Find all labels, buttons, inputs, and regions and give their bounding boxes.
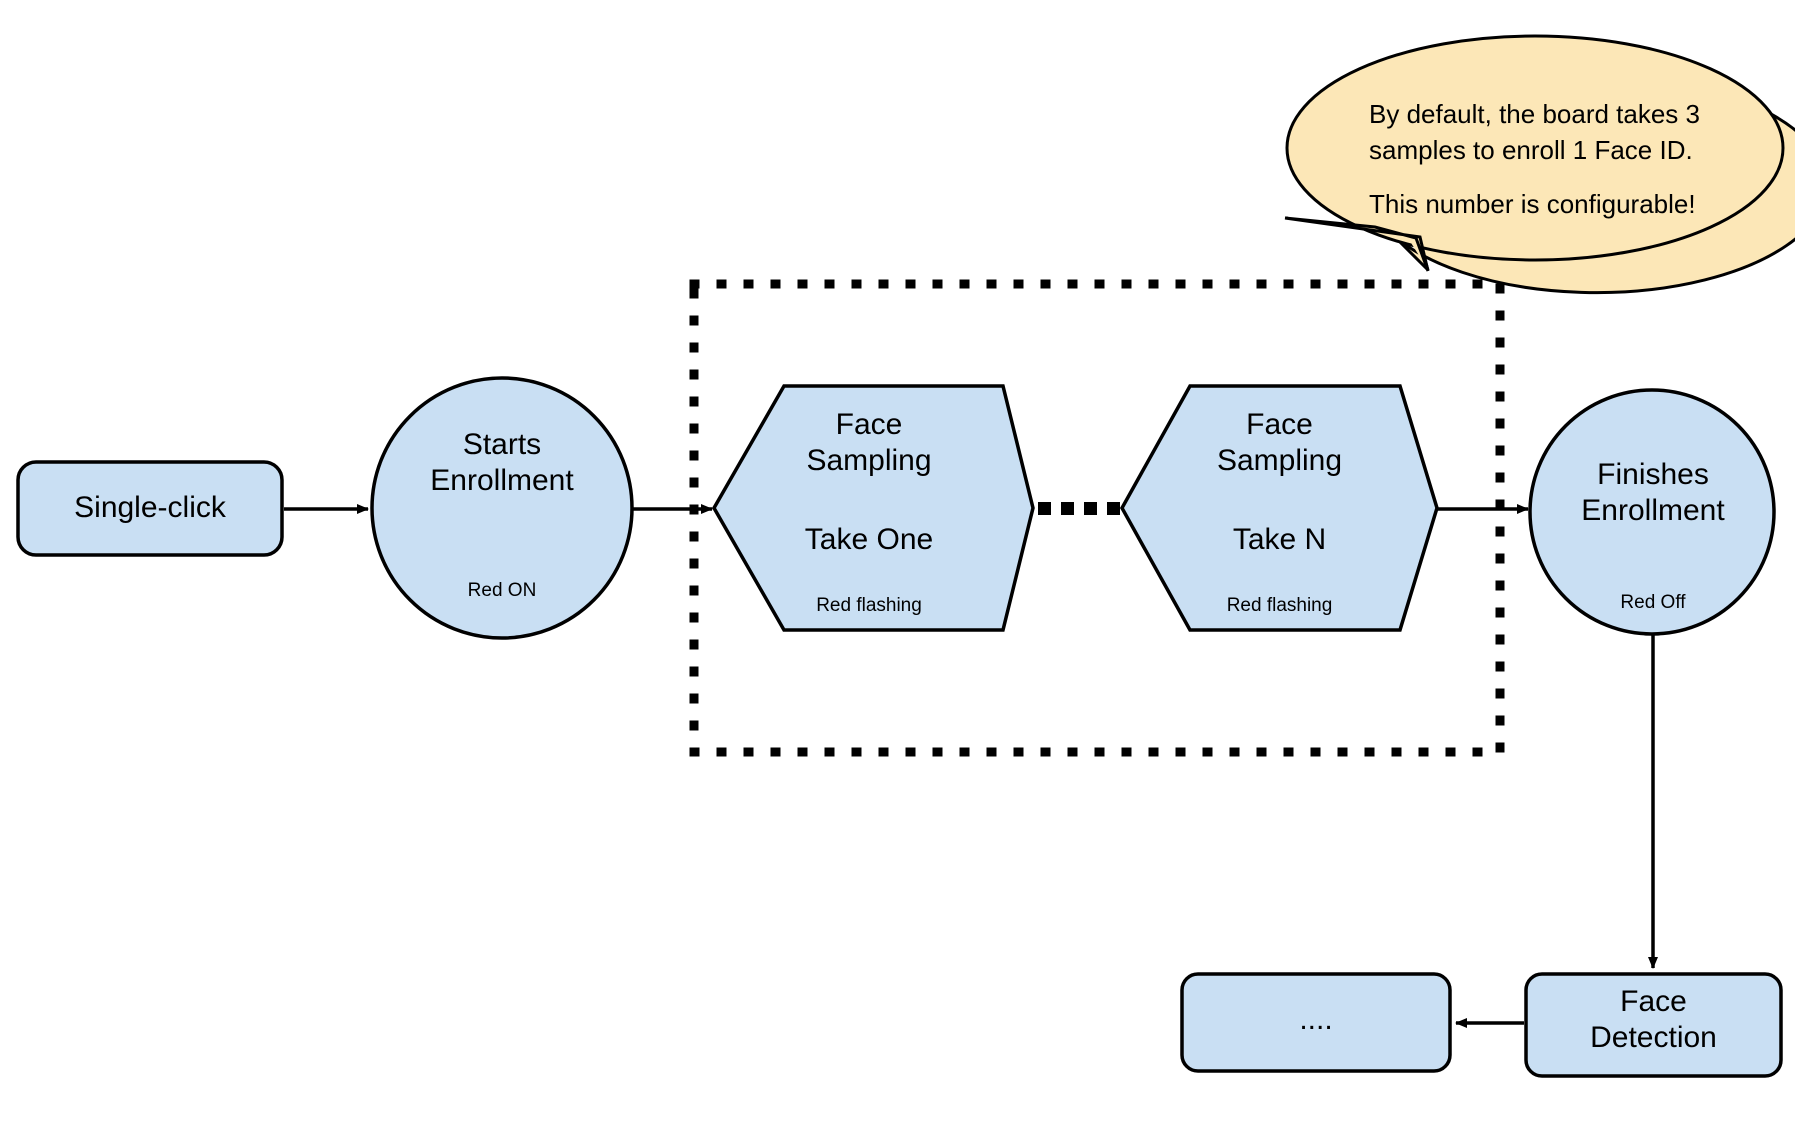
- sampling-ellipsis-dots: [1038, 502, 1120, 515]
- node-face-sampling-take-one[interactable]: [711, 384, 1035, 632]
- node-face-sampling-take-n[interactable]: [1119, 384, 1439, 632]
- sampling-group-box: [689, 279, 1505, 757]
- node-finishes-enrollment[interactable]: [1528, 388, 1776, 636]
- node-starts-enrollment[interactable]: [370, 376, 634, 640]
- node-face-detection[interactable]: [1524, 972, 1783, 1078]
- node-continuation[interactable]: [1180, 972, 1452, 1073]
- callout-bubble: [1284, 34, 1795, 295]
- node-single-click[interactable]: [16, 460, 284, 557]
